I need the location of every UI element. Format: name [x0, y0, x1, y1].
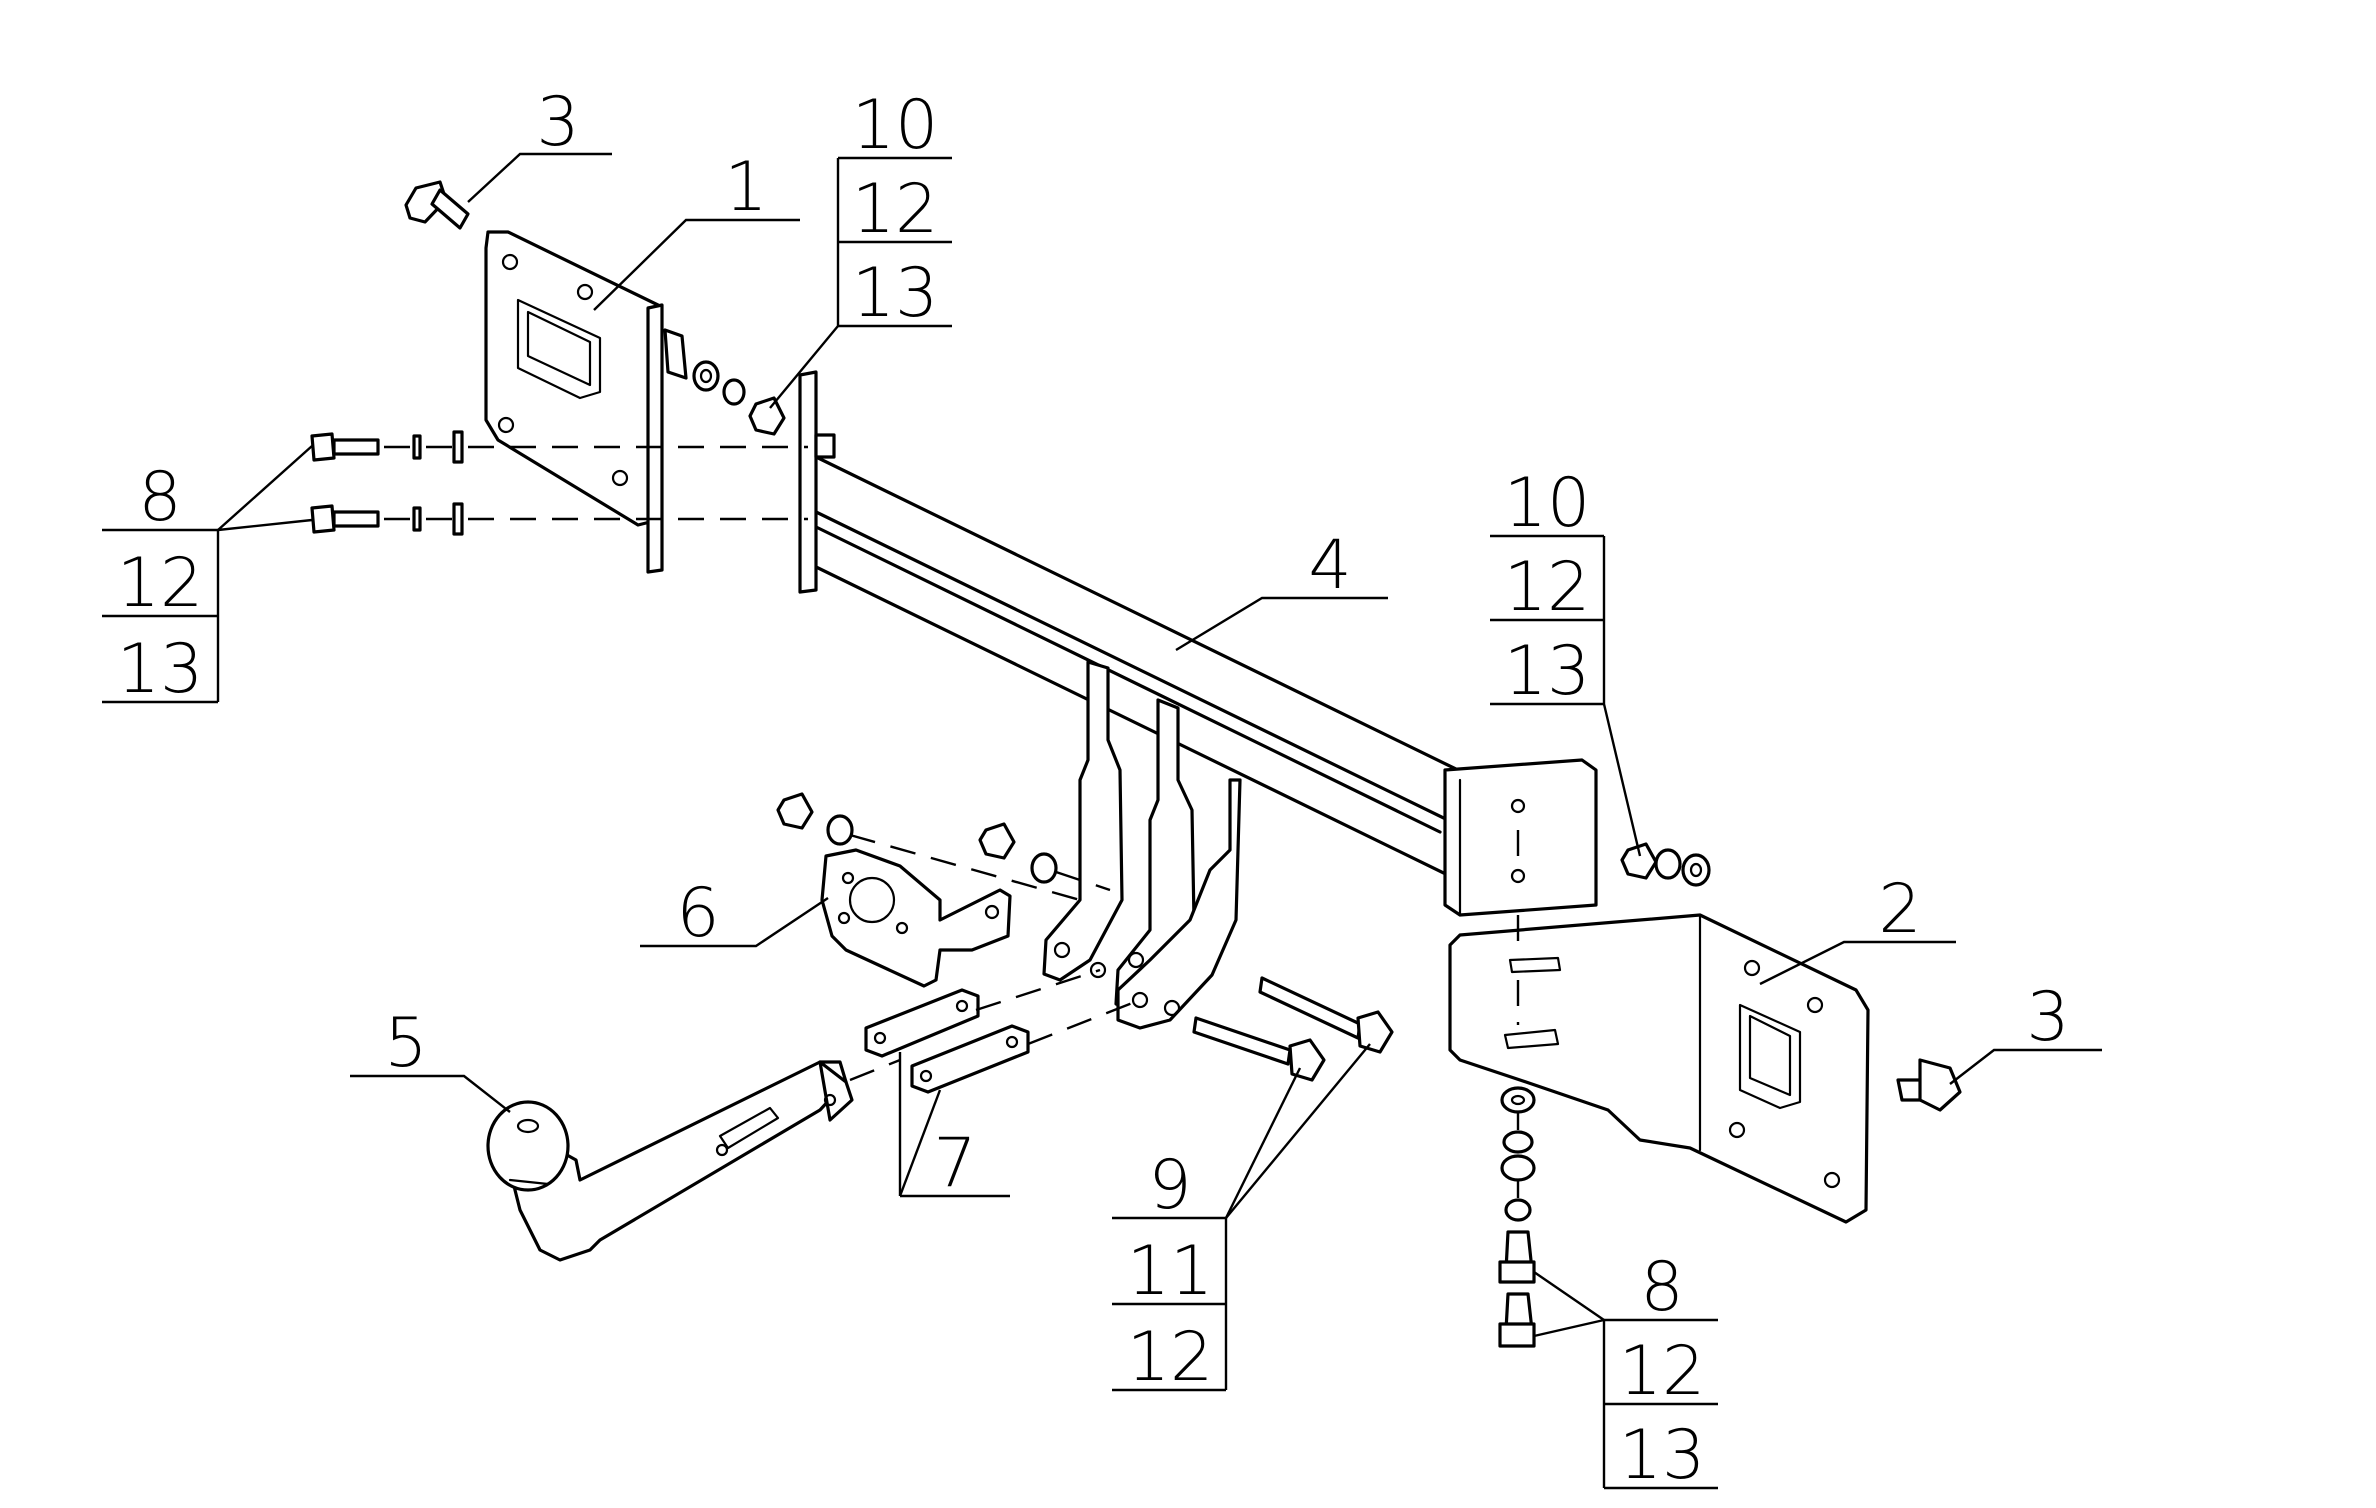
callout-stack-right: 10 12 13	[1490, 464, 1642, 857]
center-bolts-part-9	[1192, 976, 1394, 1082]
label-right-0: 10	[1504, 464, 1591, 543]
label-6: 6	[676, 874, 719, 953]
label-4: 4	[1308, 526, 1351, 605]
callout-stack-top-center: 10 12 13	[769, 86, 952, 409]
callout-stack-bottom-mid: 9 11 12	[1112, 1043, 1371, 1397]
center-hanger-brackets	[1042, 660, 1242, 1030]
callout-stack-bottom-right: 8 12 13	[1533, 1248, 1718, 1495]
label-7: 7	[933, 1124, 976, 1203]
pin-part-3-left	[404, 180, 470, 230]
label-top-center-0: 10	[852, 86, 939, 165]
callout-5: 5	[350, 1004, 511, 1113]
label-bottom-mid-1: 12	[1127, 1318, 1214, 1397]
left-bolts-part-8	[310, 430, 808, 536]
label-3-right: 3	[2026, 978, 2069, 1057]
callout-stack-left: 8 12 13	[102, 445, 313, 709]
socket-bracket-part-6	[776, 792, 1111, 988]
left-bracket-part-1	[484, 230, 688, 574]
label-right-2: 13	[1504, 632, 1591, 711]
label-bottom-right-1: 12	[1619, 1332, 1706, 1411]
label-5: 5	[384, 1004, 427, 1083]
label-left-1: 12	[117, 544, 204, 623]
label-1: 1	[724, 148, 767, 227]
label-left-2: 13	[117, 630, 204, 709]
callout-3-right: 3	[1949, 978, 2102, 1085]
label-2: 2	[1878, 870, 1921, 949]
callout-3-top: 3	[467, 83, 612, 203]
label-3-top: 3	[536, 83, 579, 162]
top-nut-washer-set	[692, 360, 786, 436]
right-bottom-bolts-part-8	[1498, 1086, 1536, 1348]
label-top-center-2: 13	[852, 254, 939, 333]
tow-ball-part-5	[486, 1058, 901, 1262]
spacer-plates-part-7	[864, 968, 1141, 1094]
label-bottom-right-0: 8	[1640, 1248, 1683, 1327]
callout-1: 1	[593, 148, 800, 311]
callout-7: 7	[898, 1052, 1010, 1203]
callout-4: 4	[1175, 526, 1388, 652]
right-bracket-part-2	[1448, 913, 1870, 1224]
label-right-1: 12	[1504, 548, 1591, 627]
callout-6: 6	[640, 874, 829, 953]
label-bottom-right-2: 13	[1619, 1416, 1706, 1495]
label-left-0: 8	[138, 458, 181, 537]
callout-2: 2	[1759, 870, 1956, 986]
label-bottom-mid-0: 11	[1127, 1232, 1214, 1311]
label-top-center-1: 12	[852, 170, 939, 249]
pin-part-3-right	[1896, 1058, 1962, 1112]
cross-beam-part-4	[798, 370, 1598, 917]
label-9: 9	[1148, 1146, 1191, 1225]
right-nut-washer-set	[1620, 842, 1711, 887]
